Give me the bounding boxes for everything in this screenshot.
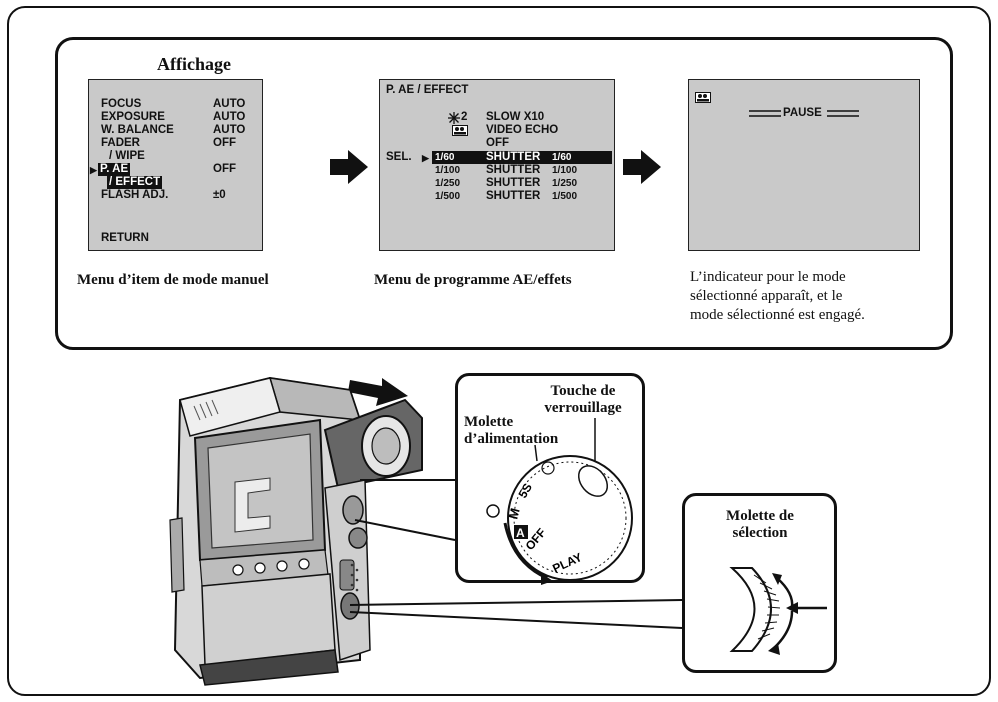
menu1-value: ±0	[213, 189, 226, 201]
video-echo-icon	[452, 125, 468, 136]
menu2-highlight-bar	[432, 151, 612, 164]
select-label-line: sélection	[732, 525, 788, 541]
dial-mark-a: A	[516, 526, 525, 540]
power-dial-label: Molette d’alimentation	[464, 414, 558, 448]
menu2-item: SLOW X10	[486, 111, 545, 123]
dial-label-line: Molette	[464, 414, 514, 430]
dial-label-line: d’alimentation	[464, 431, 559, 447]
menu1-item: FLASH ADJ.	[101, 189, 169, 201]
menu1-value: AUTO	[213, 124, 246, 136]
menu2-left: 1/500	[435, 191, 461, 202]
menu2-item: SHUTTER	[486, 177, 541, 189]
screen3-caption-line: L’indicateur pour le mode	[690, 269, 846, 285]
menu1-value: AUTO	[213, 111, 246, 123]
menu2-small: 1/500	[552, 191, 578, 202]
camcorder-illustration	[169, 376, 423, 686]
dial-mark-m: M	[505, 506, 522, 520]
step-arrow-1	[330, 150, 368, 184]
select-label-line: Molette de	[726, 508, 794, 524]
menu2-header: P. AE / EFFECT	[386, 84, 469, 96]
menu-steps-panel	[55, 37, 953, 350]
pause-label: PAUSE	[783, 107, 822, 119]
lock-label-line: Touche de	[550, 383, 616, 399]
dial-mark-5s: 5S	[515, 481, 534, 501]
pause-bars-left	[749, 110, 781, 117]
menu1-value: OFF	[213, 137, 236, 149]
menu1-item-selected: / EFFECT	[107, 176, 163, 189]
menu2-cursor: ▶	[422, 153, 429, 163]
menu2-item: SHUTTER	[486, 164, 541, 176]
menu1-item-selected: P. AE	[98, 163, 131, 176]
menu2-left: 1/100	[435, 165, 461, 176]
menu2-left-selected: 1/60	[435, 152, 455, 163]
select-dial	[729, 567, 827, 655]
menu2-sel-label: SEL.	[386, 151, 412, 163]
manual-menu-screen: FOCUS AUTO EXPOSURE AUTO W. BALANCE AUTO…	[88, 79, 263, 251]
pause-screen: PAUSE	[688, 79, 920, 251]
menu1-item: FOCUS	[101, 98, 142, 110]
menu1-item: / WIPE	[109, 150, 145, 162]
screen3-caption-line: sélectionné apparaît, et le	[690, 288, 843, 304]
outer-frame	[7, 6, 991, 696]
screen3-caption-line: mode sélectionné est engagé.	[690, 307, 865, 323]
menu2-caption: Menu de programme AE/effets	[374, 272, 572, 288]
menu1-cursor: ▶	[90, 165, 97, 175]
menu2-left: 2	[461, 111, 468, 123]
menu2-small-selected: 1/60	[552, 152, 572, 163]
power-dial: 5S M A OFF PLAY	[486, 418, 633, 585]
ae-effect-menu-screen: P. AE / EFFECT 2 SLOW X10 VIDEO ECHO OFF…	[379, 79, 615, 251]
menu2-item-selected: SHUTTER	[486, 151, 541, 163]
menu1-caption: Menu d’item de mode manuel	[77, 272, 269, 288]
menu2-left: 1/250	[435, 178, 461, 189]
menu1-item: FADER	[101, 137, 140, 149]
menu1-value: OFF	[213, 163, 236, 175]
lock-label-line: verrouillage	[544, 400, 622, 416]
menu2-item: VIDEO ECHO	[486, 124, 559, 136]
lock-button-label: Touche de verrouillage	[528, 383, 638, 417]
menu2-small: 1/250	[552, 178, 578, 189]
menu1-value: AUTO	[213, 98, 246, 110]
menu1-return: RETURN	[101, 232, 149, 244]
menu2-small: 1/100	[552, 165, 578, 176]
menu2-item: OFF	[486, 137, 509, 149]
menu1-item: W. BALANCE	[101, 124, 174, 136]
slow-icon	[448, 112, 460, 124]
display-title: Affichage	[157, 54, 231, 74]
step-arrow-2	[623, 150, 661, 184]
menu2-item: SHUTTER	[486, 190, 541, 202]
menu1-item: EXPOSURE	[101, 111, 165, 123]
video-echo-indicator-icon	[695, 92, 711, 103]
pause-bars-right	[827, 110, 859, 117]
select-dial-label: Molette de sélection	[696, 508, 824, 542]
